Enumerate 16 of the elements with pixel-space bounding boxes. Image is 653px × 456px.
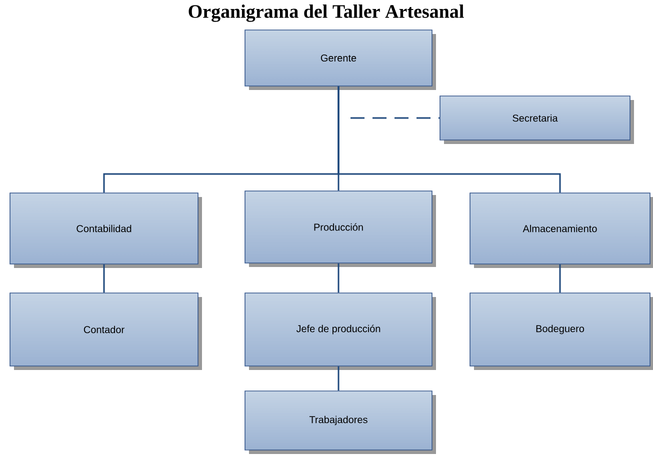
connector-line xyxy=(103,264,105,293)
connector-line xyxy=(559,264,561,293)
org-box: Contador xyxy=(10,292,202,370)
org-box: Trabajadores xyxy=(244,390,436,454)
connector-line xyxy=(338,263,340,293)
org-box: Gerente xyxy=(244,30,436,90)
org-box: Secretaria xyxy=(440,96,634,144)
org-box: Almacenamiento xyxy=(470,192,653,268)
org-box: Contabilidad xyxy=(10,192,202,268)
org-box: Producción xyxy=(244,190,436,267)
connector-line xyxy=(338,366,340,391)
title: Organigrama del Taller Artesanal xyxy=(188,4,464,22)
org-box: Jefe de producción xyxy=(244,292,436,370)
connector-line xyxy=(350,117,440,119)
org-box: Bodeguero xyxy=(470,292,653,370)
connector-line xyxy=(338,86,561,193)
